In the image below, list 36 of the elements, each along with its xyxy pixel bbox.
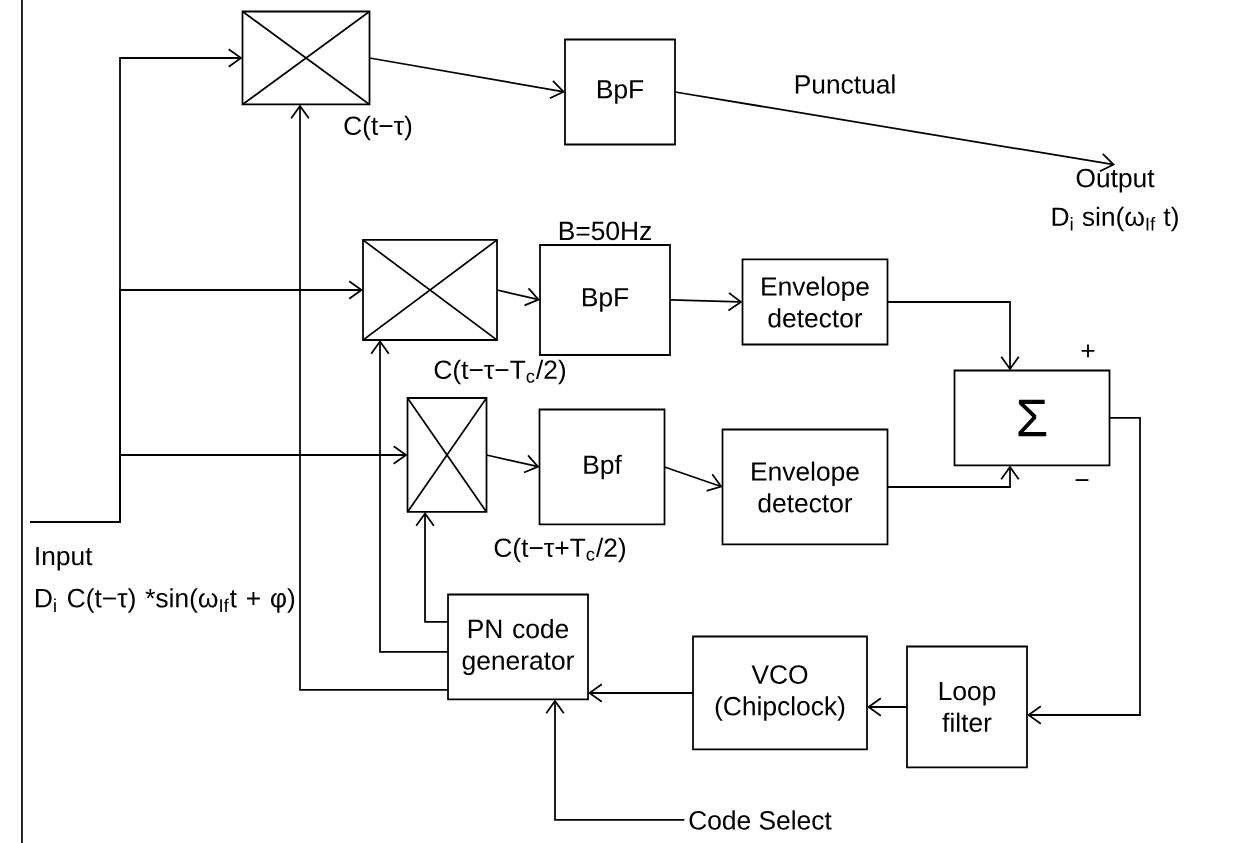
edge-label: C(t−τ) xyxy=(339,112,417,144)
arrow xyxy=(1027,417,1141,725)
arrow xyxy=(29,445,408,523)
arrow xyxy=(886,301,1020,371)
block-box: BpF xyxy=(539,244,671,356)
arrow xyxy=(588,683,694,703)
multiplier-box xyxy=(362,239,498,341)
arrow xyxy=(663,466,723,492)
summer-box: Σ xyxy=(953,369,1111,467)
arrow xyxy=(290,104,449,691)
edge-label: C(t−τ+T$_{c}$/2) xyxy=(489,534,631,566)
block-box: PN code generator xyxy=(447,593,589,701)
output-label: Output D$_{i}$ sin(ω$_{If}$ t) xyxy=(1052,168,1178,232)
arrow xyxy=(867,697,908,717)
multiplier-box xyxy=(241,10,371,106)
block-box: VCO (Chipclock) xyxy=(692,635,868,751)
arrow xyxy=(368,57,565,100)
arrow xyxy=(886,465,1020,488)
arrow xyxy=(674,91,1115,173)
block-box: Bpf xyxy=(538,408,666,526)
arrow xyxy=(415,512,449,623)
edge-label: C(t−τ−T$_{c}$/2) xyxy=(429,356,571,388)
block-box: Envelope detector xyxy=(721,428,889,546)
arrow xyxy=(370,340,449,653)
code-select-label: Code Select xyxy=(689,810,832,830)
block-box: BpF xyxy=(564,38,676,146)
edge-label: Punctual xyxy=(790,70,900,98)
arrow xyxy=(485,454,540,474)
block-box: Loop filter xyxy=(906,645,1028,769)
arrow xyxy=(496,287,540,307)
bandwidth-label: B=50Hz xyxy=(559,221,651,241)
input-label: Input D$_{i}$ C(t−τ) *sin(ω$_{If}$t + φ) xyxy=(36,546,295,613)
multiplier-box xyxy=(406,397,488,513)
block-box: Envelope detector xyxy=(741,258,889,346)
arrow xyxy=(545,699,686,821)
arrow xyxy=(669,291,743,312)
